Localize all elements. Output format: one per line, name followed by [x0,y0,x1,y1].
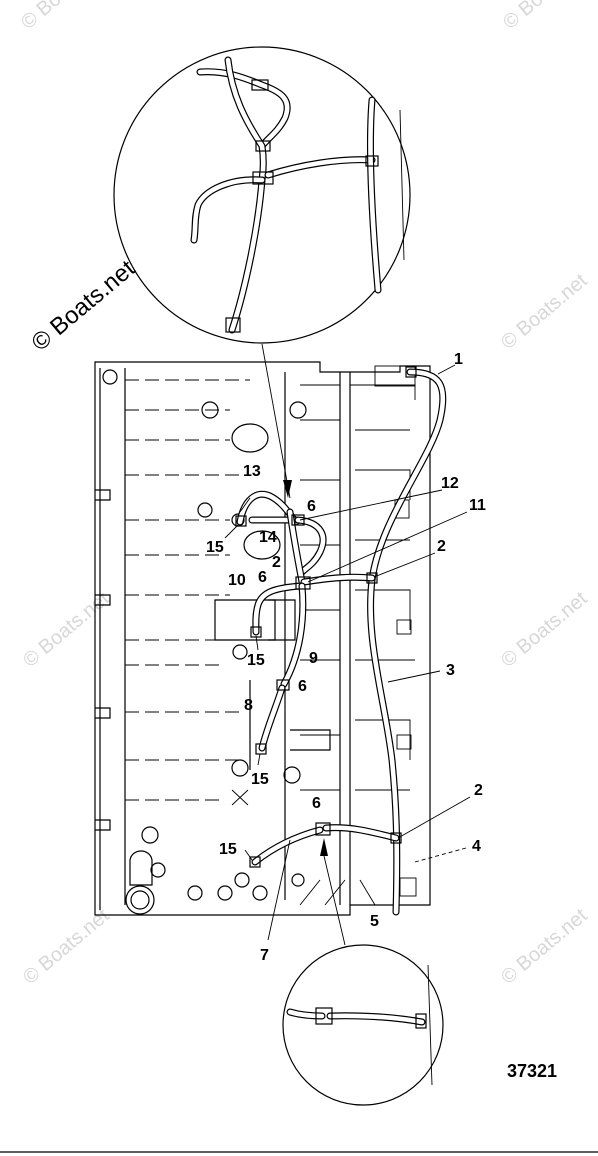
callout-1: 1 [454,351,463,368]
callout-15-bottom: 15 [219,841,237,858]
callout-labels: 1 13 12 6 11 14 15 2 2 6 10 15 9 3 6 8 1… [206,351,486,964]
callout-15-top: 15 [206,539,224,556]
faint-watermarks: © Boats.net © Boats.net © Boats.net © Bo… [17,0,594,989]
watermark-left-3: © Boats.net [19,904,114,988]
callout-6-top: 6 [307,498,316,515]
callout-15-lower: 15 [251,771,269,788]
bottom-detail-view [282,944,444,1106]
leader-lines [224,364,471,941]
hose-routing [235,366,447,916]
watermark-right-2: © Boats.net [497,587,592,671]
watermark-right-1: © Boats.net [497,269,592,353]
callout-6-lower: 6 [298,678,307,695]
watermark-right-3: © Boats.net [497,904,592,988]
callout-4: 4 [472,838,481,855]
callout-8: 8 [244,697,253,714]
view-arrows [283,480,328,856]
callout-6-bottom: 6 [312,795,321,812]
watermark-main: © Boats.net [27,255,141,357]
figure-number: 37321 [507,1061,557,1081]
callout-2-top: 2 [437,538,446,555]
callout-6-mid: 6 [258,569,267,586]
callout-13: 13 [243,463,261,480]
callout-3: 3 [446,662,455,679]
callout-15-mid: 15 [247,652,265,669]
callout-7: 7 [260,947,269,964]
callout-5: 5 [370,913,379,930]
callout-9: 9 [309,650,318,667]
callout-10: 10 [228,572,246,589]
callout-14: 14 [259,529,277,546]
watermark-top-right: © Boats.net [499,0,594,34]
watermark-top-left: © Boats.net [17,0,112,34]
callout-2-mid: 2 [272,554,281,571]
callout-2-bottom: 2 [474,782,483,799]
top-detail-view [113,46,411,344]
callout-12: 12 [441,475,459,492]
callout-11: 11 [469,497,486,514]
